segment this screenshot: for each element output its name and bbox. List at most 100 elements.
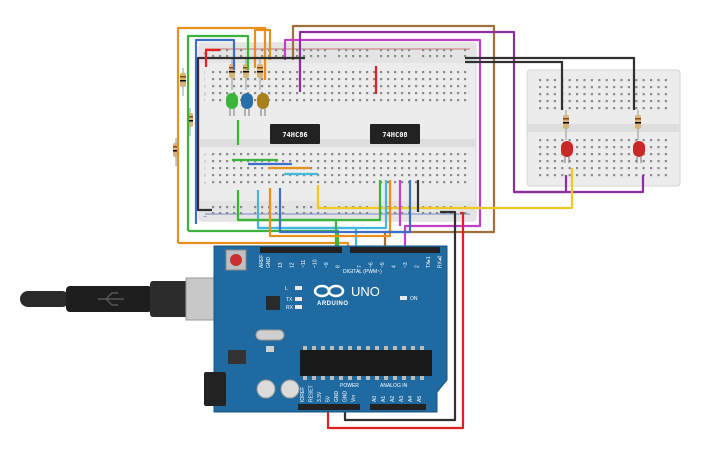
rail-minus-label: − — [203, 214, 207, 221]
wire-orange — [268, 180, 392, 238]
power-pin-label: IOREF — [300, 387, 306, 402]
pin-label: 13 — [278, 262, 284, 268]
wire-purple — [298, 30, 568, 194]
on-label: ON — [410, 296, 418, 302]
analog-pin-label: A2 — [390, 396, 396, 402]
power-pin-label: GND — [334, 391, 340, 403]
usb-chip — [266, 296, 280, 310]
row-label: j — [203, 71, 205, 75]
pin-label: ~5 — [380, 262, 386, 268]
power-pin-label: GND — [343, 391, 349, 403]
pin-label: ~11 — [301, 260, 307, 268]
l-label: L — [285, 286, 288, 292]
led-red — [633, 141, 645, 163]
power-pin-label: 5V — [326, 395, 332, 402]
pin-label: ~9 — [324, 262, 330, 268]
wire-blue — [194, 38, 236, 224]
analog-label: ANALOG IN — [380, 383, 408, 389]
leds — [226, 93, 645, 163]
power-label: POWER — [340, 383, 359, 389]
resistor — [257, 58, 263, 90]
analog-pin-label: A3 — [399, 396, 405, 402]
led-blue — [241, 93, 253, 116]
wire-cyan — [258, 226, 358, 252]
arduino-uno-board: 13 12 ~11 ~10 ~9 8 7 ~6 ~5 4 ~3 2 TX▸1 RX◂0 DIGITAL (… — [204, 245, 448, 413]
pin-label: RX◂0 — [438, 256, 444, 268]
pin-label: ~3 — [403, 262, 409, 268]
header-power — [298, 404, 360, 410]
pin-label: 12 — [290, 262, 296, 268]
row-label: i — [204, 78, 205, 82]
digital-pin-labels: 13 12 ~11 ~10 ~9 8 7 ~6 ~5 4 ~3 2 TX▸1 RX◂0 — [278, 256, 444, 268]
pin-label: ~10 — [313, 259, 319, 268]
header-digital-left — [260, 247, 342, 253]
chip-74hc86: 74HC86 — [270, 124, 320, 144]
arduino-model: UNO — [351, 284, 380, 299]
header-digital-right — [350, 247, 440, 253]
wire-red — [204, 48, 220, 67]
pin-label: 2 — [415, 265, 421, 268]
pin-label: ~6 — [369, 262, 375, 268]
regulator — [228, 350, 246, 364]
wire-black — [343, 210, 457, 422]
row-label: b — [204, 174, 206, 178]
pin-label: 8 — [336, 265, 342, 268]
chip-right-label: 74HC08 — [382, 131, 407, 139]
led-green — [226, 93, 238, 116]
resistor — [180, 68, 186, 96]
atmega-chip — [300, 350, 432, 376]
row-label: c — [204, 167, 206, 171]
pin-label: TX▸1 — [426, 256, 432, 268]
analog-pin-label: A5 — [417, 396, 423, 402]
chip-74hc08: 74HC08 — [370, 124, 420, 144]
analog-pin-label: A4 — [408, 396, 414, 402]
wire-yellow — [316, 168, 574, 210]
row-label: h — [204, 85, 206, 89]
led-red — [561, 141, 573, 163]
row-label: f — [204, 99, 205, 103]
led-olive — [257, 93, 269, 116]
pin-label: 7 — [357, 265, 363, 268]
wire-orange — [176, 26, 267, 243]
power-pin-label: 3.3V — [317, 391, 323, 402]
header-analog — [370, 404, 426, 410]
chip-left-label: 74HC86 — [282, 131, 307, 139]
pin-label: 4 — [392, 265, 398, 268]
usb-cable — [20, 277, 232, 321]
crystal — [255, 329, 285, 341]
row-label: e — [204, 153, 206, 157]
power-pin-label: Vin — [351, 395, 357, 402]
usb-icon — [98, 292, 124, 306]
small-breadboard — [526, 69, 681, 187]
wire-black — [465, 56, 636, 110]
wire-green — [186, 34, 250, 231]
power-jack — [204, 372, 226, 406]
rx-label: RX — [286, 305, 294, 311]
row-label: d — [204, 160, 206, 164]
power-pin-label: RESET — [309, 385, 315, 402]
wire-black — [465, 60, 564, 110]
arduino-logo-icon — [313, 284, 345, 298]
analog-pin-label: A0 — [372, 396, 378, 402]
row-label: g — [204, 92, 206, 96]
tx-label: TX — [286, 297, 293, 303]
digital-label: DIGITAL (PWM~) — [343, 269, 382, 275]
aref-label: AREF — [259, 255, 265, 268]
small-breadboard-holes — [539, 79, 667, 177]
analog-pin-label: A1 — [381, 396, 387, 402]
wire-magenta — [283, 38, 482, 252]
wire-blue — [278, 180, 412, 234]
wire-red — [326, 211, 465, 430]
wire-orange — [253, 28, 272, 68]
row-label: a — [204, 181, 206, 185]
wire-black — [196, 56, 305, 212]
wire-purple — [514, 175, 645, 194]
resistor — [635, 110, 641, 140]
arduino-brand: ARDUINO — [317, 301, 349, 307]
resistor — [563, 110, 569, 140]
